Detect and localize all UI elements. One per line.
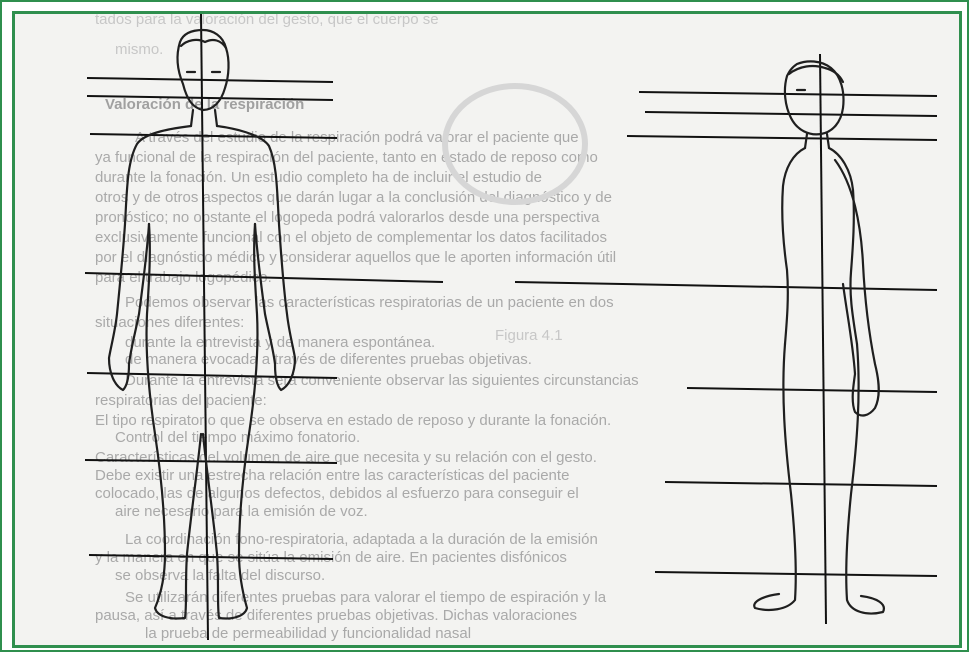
bg-para2-line: colocado, las de algunos defectos, debid… bbox=[95, 485, 579, 502]
side-line-knee bbox=[665, 482, 937, 486]
bg-para1-line: exclusivamente funcional con el objeto d… bbox=[95, 229, 607, 246]
side-torso-back bbox=[829, 148, 857, 344]
bg-para1-line: pronóstico; no obstante el logopeda podr… bbox=[95, 209, 600, 226]
side-leg-front bbox=[754, 344, 796, 610]
bg-para2-line: de manera evocada a través de diferentes… bbox=[125, 351, 532, 368]
inner-photo-frame: tados para la valoración del gesto, que … bbox=[12, 11, 962, 648]
bg-para3-line: Se utilizarán diferentes pruebas para va… bbox=[125, 589, 607, 606]
bg-para2-line: Debe existir una estrecha relación entre… bbox=[95, 467, 569, 484]
bg-para1-line: ya funcional de la respiración del pacie… bbox=[95, 149, 598, 166]
bg-line-top-2: mismo. bbox=[115, 41, 163, 58]
side-line-shoulder bbox=[627, 136, 937, 140]
bg-para1-line: durante la fonación. Un estudio completo… bbox=[95, 169, 542, 186]
bg-para3-line: la prueba de permeabilidad y funcionalid… bbox=[145, 625, 471, 642]
side-line-chin bbox=[645, 112, 937, 116]
bg-line-top-1: tados para la valoración del gesto, que … bbox=[95, 14, 439, 28]
bg-para2-line: El tipo respiratorio que se observa en e… bbox=[95, 412, 611, 429]
side-line-hip bbox=[515, 282, 937, 290]
bg-para2-line: Características del volumen de aire que … bbox=[95, 449, 597, 466]
side-hair bbox=[789, 66, 843, 82]
side-torso-front bbox=[782, 148, 805, 344]
posture-figures-photo: tados para la valoración del gesto, que … bbox=[15, 14, 959, 645]
front-line-eyes bbox=[87, 78, 333, 82]
side-line-hand bbox=[687, 388, 937, 392]
bg-para1-line: por el diagnóstico médico y considerar a… bbox=[95, 249, 616, 266]
side-line-head bbox=[639, 92, 937, 96]
bg-para2-line: Podemos observar las características res… bbox=[125, 294, 614, 311]
bg-caption: Figura 4.1 bbox=[495, 327, 563, 344]
bg-para2-line: Control del tiempo máximo fonatorio. bbox=[115, 429, 360, 446]
background-page-text: tados para la valoración del gesto, que … bbox=[95, 14, 639, 642]
bg-para3-line: La coordinación fono-respiratoria, adapt… bbox=[125, 531, 598, 548]
bg-para2-line: durante la entrevista y de manera espont… bbox=[125, 334, 435, 351]
side-neck bbox=[805, 134, 829, 148]
bg-para3-line: se observa la falta del discurso. bbox=[115, 567, 325, 584]
bg-para2-line: respiratorias del paciente: bbox=[95, 392, 267, 409]
bg-para3-line: pausa, así a través de diferentes prueba… bbox=[95, 607, 577, 624]
front-hair bbox=[181, 40, 226, 48]
